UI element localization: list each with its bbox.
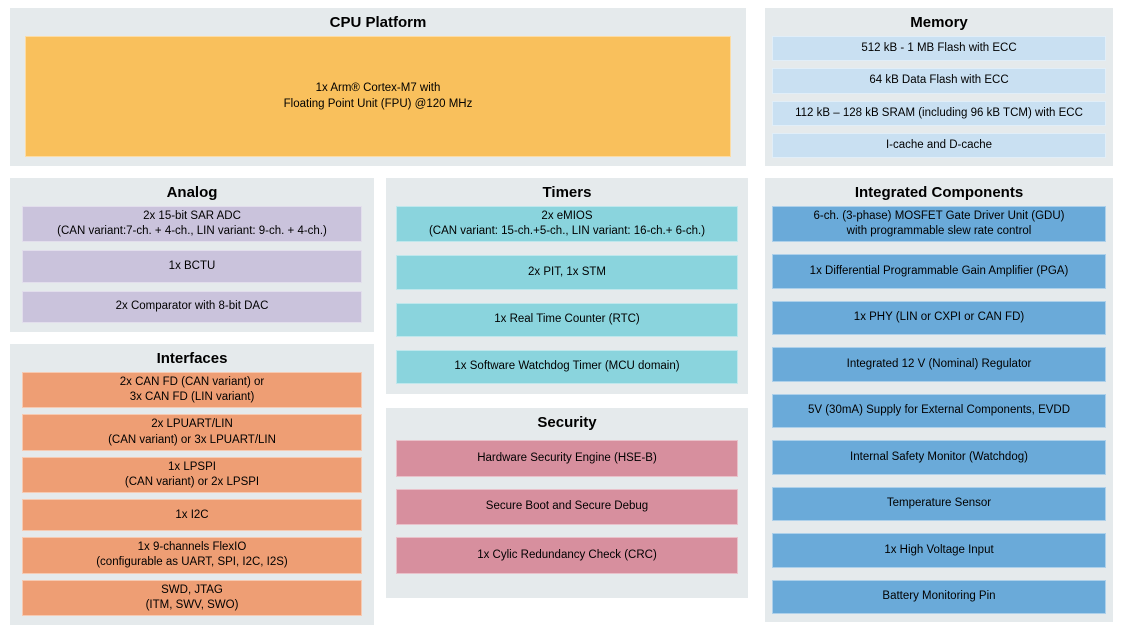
cpu-platform-panel: CPU Platform 1x Arm® Cortex-M7 with Floa… [10,8,746,166]
interfaces-panel: Interfaces 2x CAN FD (CAN variant) or 3x… [10,344,374,625]
security-panel: Security Hardware Security Engine (HSE-B… [386,408,748,598]
block-item: 112 kB – 128 kB SRAM (including 96 kB TC… [772,100,1106,126]
memory-title: Memory [910,14,968,31]
block-item: 1x Differential Programmable Gain Amplif… [772,254,1106,289]
block-item: 2x 15-bit SAR ADC (CAN variant:7-ch. + 4… [22,206,362,243]
block-item: 1x High Voltage Input [772,533,1106,568]
block-item: 1x LPSPI (CAN variant) or 2x LPSPI [22,456,362,494]
block-item: 1x Arm® Cortex-M7 with Floating Point Un… [25,36,731,157]
timers-panel: Timers 2x eMIOS (CAN variant: 15-ch.+5-c… [386,178,748,394]
analog-title: Analog [166,184,218,201]
cpu-platform-items: 1x Arm® Cortex-M7 with Floating Point Un… [25,36,731,157]
block-item: 1x Cylic Redundancy Check (CRC) [396,537,738,575]
block-item: Hardware Security Engine (HSE-B) [396,440,738,477]
block-item: 1x I2C [22,499,362,532]
block-item: 2x CAN FD (CAN variant) or 3x CAN FD (LI… [22,372,362,409]
block-item: 5V (30mA) Supply for External Components… [772,393,1106,429]
block-item: 1x PHY (LIN or CXPI or CAN FD) [772,300,1106,336]
integrated-components-title: Integrated Components [854,184,1024,201]
block-item: 512 kB - 1 MB Flash with ECC [772,36,1106,62]
interfaces-items: 2x CAN FD (CAN variant) or 3x CAN FD (LI… [22,372,362,616]
timers-title: Timers [542,184,592,201]
block-item: Temperature Sensor [772,486,1106,522]
block-item: 64 kB Data Flash with ECC [772,68,1106,94]
analog-panel: Analog 2x 15-bit SAR ADC (CAN variant:7-… [10,178,374,332]
block-item: Secure Boot and Secure Debug [396,488,738,526]
block-item: Internal Safety Monitor (Watchdog) [772,440,1106,475]
integrated-components-panel: Integrated Components 6-ch. (3-phase) MO… [765,178,1113,622]
block-item: 2x Comparator with 8-bit DAC [22,290,362,323]
security-items: Hardware Security Engine (HSE-B) Secure B… [396,440,738,575]
block-item: I-cache and D-cache [772,132,1106,158]
interfaces-title: Interfaces [156,350,228,367]
analog-items: 2x 15-bit SAR ADC (CAN variant:7-ch. + 4… [22,206,362,323]
cpu-platform-title: CPU Platform [329,14,427,31]
block-item: Integrated 12 V (Nominal) Regulator [772,347,1106,382]
block-item: SWD, JTAG (ITM, SWV, SWO) [22,579,362,616]
block-item: 1x 9-channels FlexIO (configurable as UA… [22,537,362,574]
block-item: 6-ch. (3-phase) MOSFET Gate Driver Unit … [772,206,1106,243]
block-item: 2x eMIOS (CAN variant: 15-ch.+5-ch., LIN… [396,206,738,243]
memory-items: 512 kB - 1 MB Flash with ECC 64 kB Data F… [772,36,1106,158]
timers-items: 2x eMIOS (CAN variant: 15-ch.+5-ch., LIN… [396,206,738,384]
block-item: 1x Software Watchdog Timer (MCU domain) [396,349,738,384]
block-item: 2x PIT, 1x STM [396,255,738,290]
block-item: Battery Monitoring Pin [772,579,1106,614]
memory-panel: Memory 512 kB - 1 MB Flash with ECC 64 kB… [765,8,1113,166]
block-item: 1x BCTU [22,250,362,283]
block-item: 1x Real Time Counter (RTC) [396,302,738,337]
block-item: 2x LPUART/LIN (CAN variant) or 3x LPUART… [22,414,362,451]
security-title: Security [537,414,597,431]
integrated-components-items: 6-ch. (3-phase) MOSFET Gate Driver Unit … [772,206,1106,614]
